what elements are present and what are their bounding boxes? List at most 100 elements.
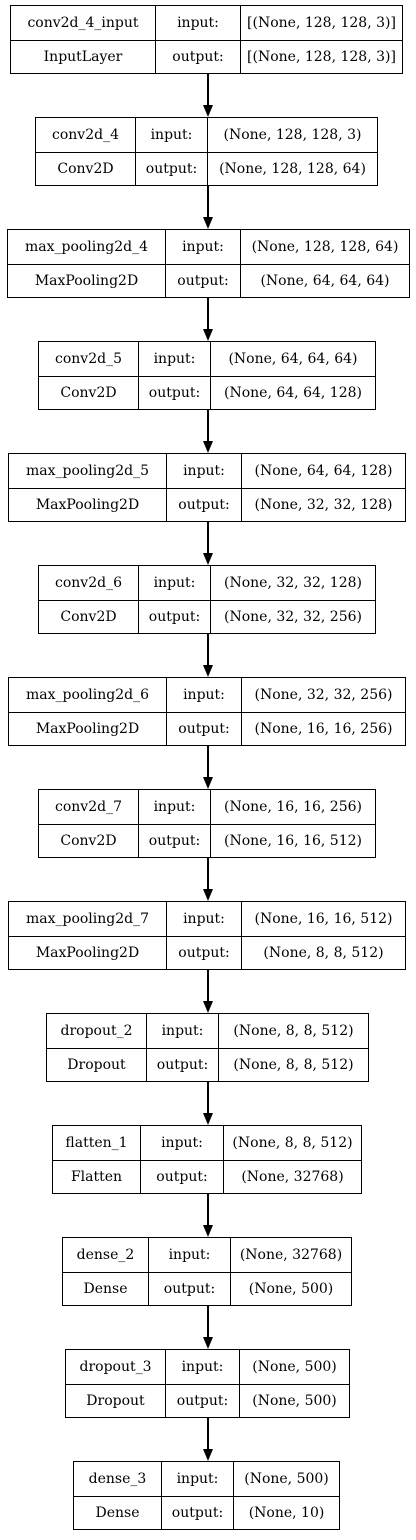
- output-shape: (None, 8, 8, 512): [263, 944, 384, 961]
- output-label: output:: [139, 824, 211, 857]
- output-shape: (None, 32768): [241, 1168, 344, 1185]
- layer-type: Dropout: [66, 1384, 166, 1417]
- input-shape: (None, 500): [252, 1358, 337, 1375]
- input-label: input:: [166, 230, 241, 264]
- layer-type: Conv2D: [39, 376, 139, 409]
- output-label: output:: [156, 40, 241, 73]
- arrow-head-icon: [203, 777, 213, 789]
- input-shape: [(None, 128, 128, 3)]: [247, 14, 396, 31]
- connection-arrow-line: [207, 1418, 209, 1449]
- arrow-head-icon: [203, 1001, 213, 1013]
- layer-type: InputLayer: [11, 40, 156, 73]
- output-label: output:: [167, 712, 242, 745]
- arrow-head-icon: [203, 1449, 213, 1461]
- layer-type: MaxPooling2D: [8, 264, 166, 297]
- arrow-head-icon: [203, 217, 213, 229]
- output-shape: (None, 32, 32, 128): [254, 496, 393, 513]
- input-label: input:: [139, 566, 211, 600]
- input-shape: (None, 64, 64, 64): [228, 350, 358, 367]
- arrow-head-icon: [203, 665, 213, 677]
- arrow-head-icon: [203, 1113, 213, 1125]
- output-label: output:: [147, 1048, 219, 1081]
- input-label: input:: [162, 1462, 234, 1496]
- connection-arrow-line: [207, 746, 209, 777]
- input-shape: (None, 32768): [239, 1246, 343, 1263]
- connection-arrow-line: [207, 1306, 209, 1337]
- output-shape: (None, 8, 8, 512): [233, 1056, 354, 1073]
- output-shape: (None, 500): [248, 1280, 334, 1297]
- output-label: output:: [139, 600, 211, 633]
- layer-type: MaxPooling2D: [9, 488, 167, 521]
- output-shape: (None, 128, 128, 64): [219, 160, 366, 177]
- output-shape: (None, 64, 64, 128): [224, 384, 362, 401]
- arrow-head-icon: [203, 889, 213, 901]
- layer-name: conv2d_4_input: [11, 6, 156, 40]
- output-label: output:: [166, 1384, 240, 1417]
- input-shape: (None, 32, 32, 128): [224, 574, 362, 591]
- connection-arrow-line: [207, 1194, 209, 1225]
- layer-type: Conv2D: [39, 600, 139, 633]
- layer-type: MaxPooling2D: [9, 712, 167, 745]
- layer-type: Dense: [74, 1496, 162, 1529]
- output-shape: (None, 500): [252, 1392, 337, 1409]
- layer-name: flatten_1: [53, 1126, 141, 1160]
- layer-type: MaxPooling2D: [9, 936, 167, 969]
- layer-name: max_pooling2d_6: [9, 678, 167, 712]
- connection-arrow-line: [207, 186, 209, 217]
- output-shape: (None, 10): [248, 1504, 325, 1521]
- layer-type: Conv2D: [39, 824, 139, 857]
- connection-arrow-line: [207, 858, 209, 889]
- layer-name: dropout_3: [66, 1350, 166, 1384]
- input-label: input:: [167, 902, 242, 936]
- output-shape: (None, 32, 32, 256): [224, 608, 362, 625]
- output-shape: (None, 16, 16, 256): [254, 720, 393, 737]
- layer-name: max_pooling2d_4: [8, 230, 166, 264]
- output-shape: (None, 16, 16, 512): [224, 832, 362, 849]
- input-label: input:: [136, 118, 208, 152]
- input-shape: (None, 64, 64, 128): [254, 462, 393, 479]
- output-label: output:: [149, 1272, 231, 1305]
- layer-name: dropout_2: [47, 1014, 147, 1048]
- output-label: output:: [167, 488, 242, 521]
- output-label: output:: [162, 1496, 234, 1529]
- layer-name: conv2d_7: [39, 790, 139, 824]
- arrow-head-icon: [203, 553, 213, 565]
- arrow-head-icon: [203, 105, 213, 117]
- layer-name: max_pooling2d_7: [9, 902, 167, 936]
- layer-type: Conv2D: [36, 152, 136, 185]
- layer-name: conv2d_6: [39, 566, 139, 600]
- input-shape: (None, 8, 8, 512): [232, 1134, 353, 1151]
- connection-arrow-line: [207, 1082, 209, 1113]
- input-label: input:: [166, 1350, 240, 1384]
- arrow-head-icon: [203, 1225, 213, 1237]
- input-label: input:: [167, 678, 242, 712]
- arrow-head-icon: [203, 441, 213, 453]
- input-shape: (None, 32, 32, 256): [254, 686, 393, 703]
- connection-arrow-line: [207, 74, 209, 105]
- input-label: input:: [139, 790, 211, 824]
- input-label: input:: [149, 1238, 231, 1272]
- arrow-head-icon: [203, 1337, 213, 1349]
